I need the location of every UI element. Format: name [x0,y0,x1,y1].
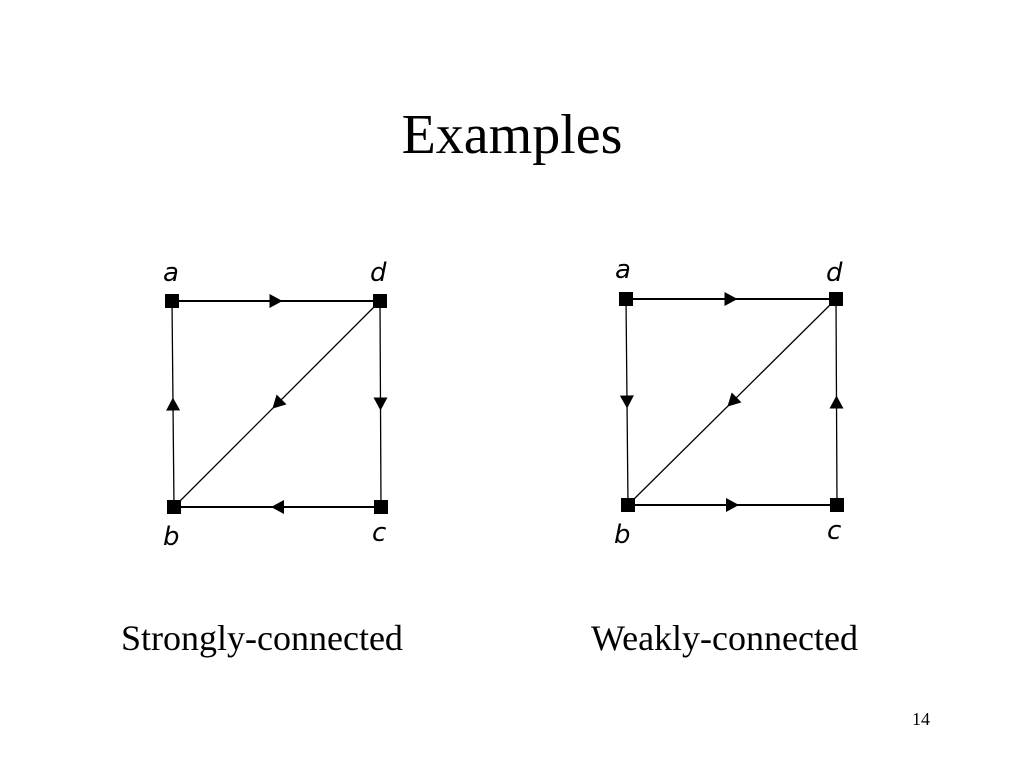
node-a [619,292,633,306]
node-label-c: c [827,516,841,546]
arrowhead-c-b [271,500,284,514]
slide-title: Examples [401,104,623,166]
arrowhead-d-b [272,394,287,409]
arrowhead-a-d [724,292,738,306]
node-d [829,292,843,306]
node-b [167,500,181,514]
node-a [165,294,179,308]
node-label-a: a [615,255,631,285]
arrowhead-a-d [269,294,283,308]
node-c [830,498,844,512]
arrowhead-d-c [373,397,388,411]
node-label-c: c [372,518,386,548]
arrowhead-b-c [726,498,739,512]
node-label-b: b [163,522,180,552]
strongly-connected-caption: Strongly-connected [121,618,403,658]
node-label-a: a [163,258,179,288]
node-label-b: b [614,520,631,550]
arrowhead-b-a [166,397,181,411]
weakly-connected-caption: Weakly-connected [591,618,858,658]
node-label-d: d [826,258,843,288]
arrowhead-c-d [829,395,844,409]
node-c [374,500,388,514]
node-b [621,498,635,512]
node-d [373,294,387,308]
arrowhead-d-b [727,392,742,407]
arrowhead-a-b [619,395,634,409]
node-label-d: d [370,258,387,288]
page-number: 14 [912,709,930,729]
